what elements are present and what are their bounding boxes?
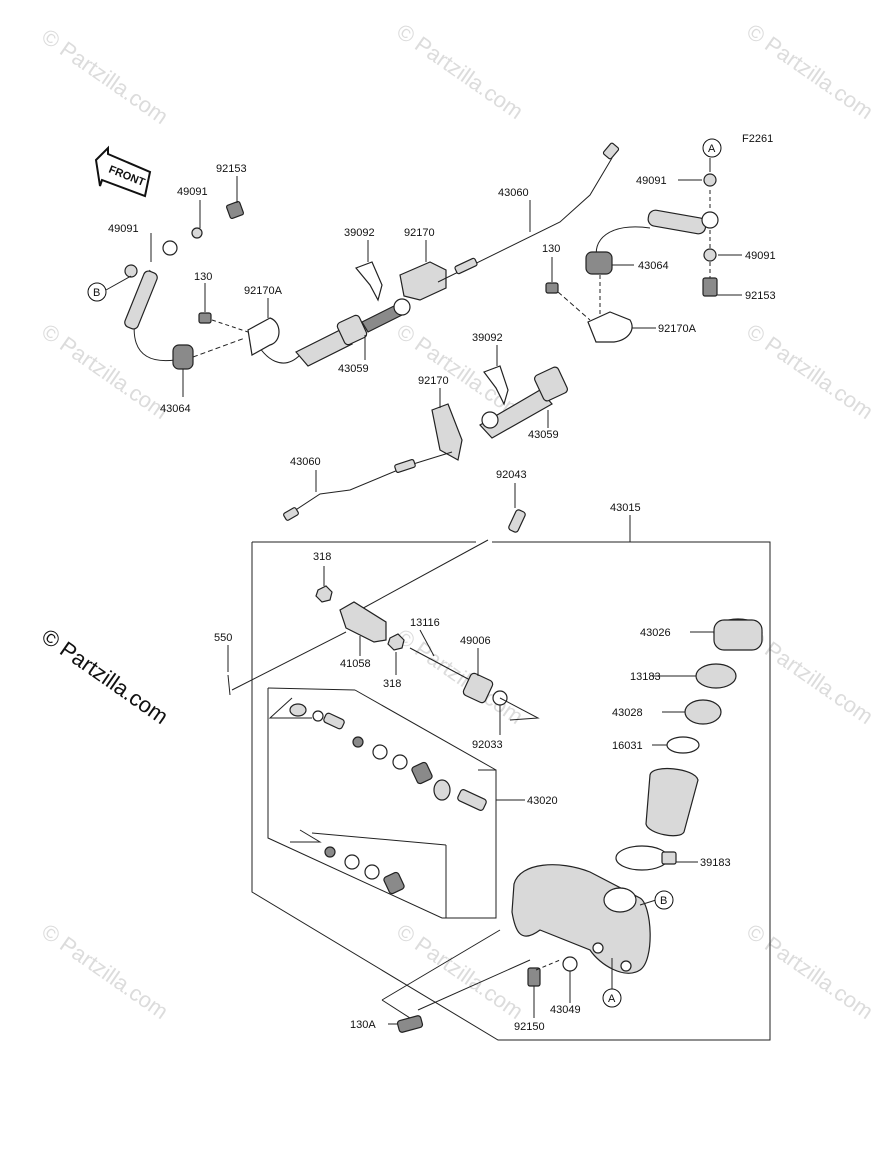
callout-A-top: A [702,138,722,158]
part-label-92153: 92153 [216,163,247,175]
part-label-13116: 13116 [410,617,440,629]
watermark: © Partzilla.com [37,919,173,1025]
watermark: © Partzilla.com [742,19,878,125]
hose-assembly-left [124,176,301,397]
part-label-318: 318 [313,551,331,563]
part-label-43059: 43059 [528,429,559,441]
callout-B-left: B [87,275,132,302]
part-label-39183: 39183 [700,857,731,869]
part-label-43059: 43059 [338,363,369,375]
part-label-550: 550 [214,632,232,644]
watermark-layer: © Partzilla.com © Partzilla.com © Partzi… [37,19,878,1025]
watermark: © Partzilla.com [37,319,173,425]
release-cylinder-lower [283,345,568,521]
part-label-43064: 43064 [160,403,191,415]
part-label-43049: 43049 [550,1004,581,1016]
part-label-43026: 43026 [640,627,671,639]
part-label-49091: 49091 [636,175,667,187]
callout-B-label: B [93,287,100,299]
part-label-92170A: 92170A [658,323,697,335]
hose-assembly-right [545,158,742,343]
part-label-49091: 49091 [745,250,776,262]
part-label-13183: 13183 [630,671,661,683]
part-label-318: 318 [383,678,401,690]
release-cylinder-upper [295,142,620,367]
figure-code: F2261 [742,133,773,145]
part-label-130A: 130A [350,1019,376,1031]
part-label-43064: 43064 [638,260,669,272]
part-label-92170A: 92170A [244,285,283,297]
part-label-92170: 92170 [404,227,435,239]
callout-B-label: B [660,895,667,907]
part-label-16031: 16031 [612,740,643,752]
callout-A-label: A [608,993,616,1005]
part-label-43020: 43020 [527,795,558,807]
part-label-39092: 39092 [472,332,503,344]
part-label-43060: 43060 [498,187,529,199]
part-label-92043: 92043 [496,469,527,481]
watermark: © Partzilla.com [37,24,173,130]
watermark: © Partzilla.com [392,919,528,1025]
part-label-43028: 43028 [612,707,643,719]
part-label-41058: 41058 [340,658,371,670]
part-label-92153: 92153 [745,290,776,302]
part-labels: 92153 49091 49091 130 92170A 43064 39092… [108,163,776,1033]
part-label-49091: 49091 [108,223,139,235]
part-label-130: 130 [542,243,560,255]
callout-A-bottom: A [602,988,622,1008]
part-label-92033: 92033 [472,739,503,751]
front-arrow: FRONT [94,145,152,198]
part-label-43060: 43060 [290,456,321,468]
watermark: © Partzilla.com [392,19,528,125]
part-label-49091: 49091 [177,186,208,198]
part-label-39092: 39092 [344,227,375,239]
watermark: © Partzilla.com [742,919,878,1025]
part-label-92170: 92170 [418,375,449,387]
master-cylinder-group [227,483,771,1041]
part-label-92150: 92150 [514,1021,545,1033]
part-label-130: 130 [194,271,212,283]
part-label-49006: 49006 [460,635,491,647]
callout-B-right: B [654,890,674,910]
watermark: © Partzilla.com [742,319,878,425]
callout-A-label: A [708,143,716,155]
side-watermark: © Partzilla.com [37,624,173,730]
part-label-43015: 43015 [610,502,641,514]
